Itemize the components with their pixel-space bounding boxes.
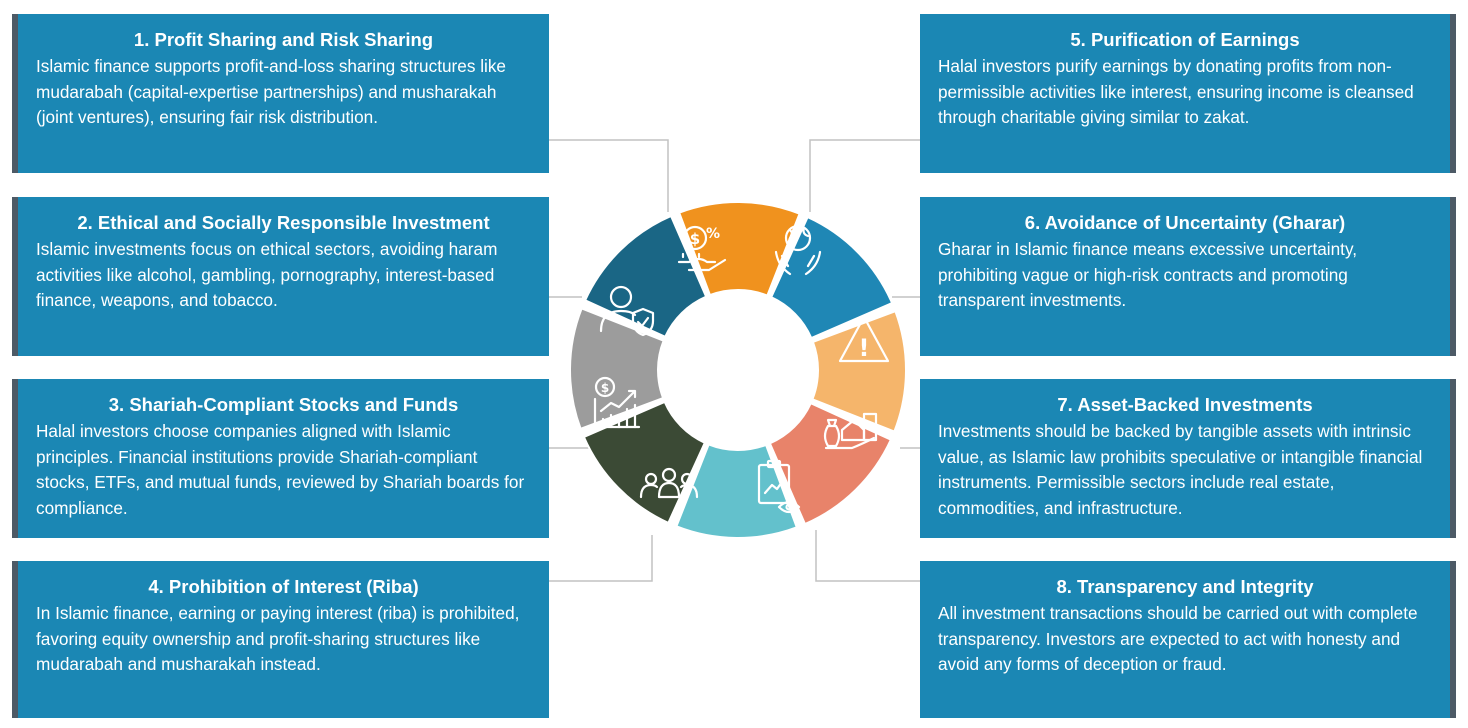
wheel-segment-8 — [583, 214, 708, 339]
connector-5 — [809, 139, 920, 212]
svg-text:$: $ — [690, 230, 700, 248]
wheel-segment-5 — [675, 443, 799, 539]
money-bag-house-hand-icon — [823, 412, 878, 450]
principle-description: Halal investors choose companies aligned… — [36, 421, 525, 518]
hand-money-percent-icon: $ % — [677, 225, 727, 272]
wheel-segment-4 — [768, 401, 893, 526]
principle-description: Halal investors purify earnings by donat… — [938, 56, 1414, 127]
wheel-segment-6 — [582, 400, 707, 525]
clipboard-chart-eye-icon — [757, 459, 801, 514]
svg-text:!: ! — [859, 334, 870, 362]
wheel-segment-1 — [677, 201, 801, 297]
principle-description: Gharar in Islamic finance means excessiv… — [938, 239, 1358, 310]
connector-1 — [549, 139, 669, 212]
principle-card-4: 4. Prohibition of Interest (Riba) In Isl… — [12, 561, 549, 718]
principle-description: Islamic investments focus on ethical sec… — [36, 239, 498, 310]
growth-chart-coin-icon: $ — [593, 376, 641, 429]
principle-title: 4. Prohibition of Interest (Riba) — [148, 576, 419, 597]
principle-card-1: 1. Profit Sharing and Risk Sharing Islam… — [12, 14, 549, 173]
principle-card-6: 6. Avoidance of Uncertainty (Gharar) Gha… — [920, 197, 1456, 356]
wheel-segment-3 — [811, 309, 907, 433]
principle-description: Investments should be backed by tangible… — [938, 421, 1423, 518]
svg-text:%: % — [706, 226, 720, 242]
wheel-segment-7 — [569, 307, 665, 431]
principle-title: 5. Purification of Earnings — [1070, 29, 1300, 50]
svg-text:$: $ — [601, 381, 609, 395]
warning-icon: ! — [838, 315, 890, 363]
wheel-segments — [569, 201, 907, 539]
connectors — [549, 139, 920, 582]
principle-card-2: 2. Ethical and Socially Responsible Inve… — [12, 197, 549, 356]
user-shield-icon — [599, 285, 655, 337]
globe-hands-icon — [774, 224, 822, 276]
principle-title: 3. Shariah-Compliant Stocks and Funds — [108, 394, 459, 415]
principle-title: 2. Ethical and Socially Responsible Inve… — [77, 212, 490, 233]
connector-8 — [815, 530, 920, 582]
wheel-segment-2 — [769, 215, 894, 340]
principle-description: In Islamic finance, earning or paying in… — [36, 603, 520, 674]
principle-title: 1. Profit Sharing and Risk Sharing — [133, 29, 434, 50]
principle-title: 8. Transparency and Integrity — [1056, 576, 1314, 597]
wheel-icons: $ % ! — [593, 224, 890, 514]
principle-card-7: 7. Asset-Backed Investments Investments … — [920, 379, 1456, 538]
business-group-icon — [639, 467, 699, 499]
principle-card-8: 8. Transparency and Integrity All invest… — [920, 561, 1456, 718]
principle-description: All investment transactions should be ca… — [938, 603, 1418, 674]
principle-card-5: 5. Purification of Earnings Halal invest… — [920, 14, 1456, 173]
principle-description: Islamic finance supports profit-and-loss… — [36, 56, 506, 127]
connector-4 — [549, 535, 653, 582]
principle-title: 6. Avoidance of Uncertainty (Gharar) — [1024, 212, 1346, 233]
principle-title: 7. Asset-Backed Investments — [1057, 394, 1313, 415]
principle-card-3: 3. Shariah-Compliant Stocks and Funds Ha… — [12, 379, 549, 538]
